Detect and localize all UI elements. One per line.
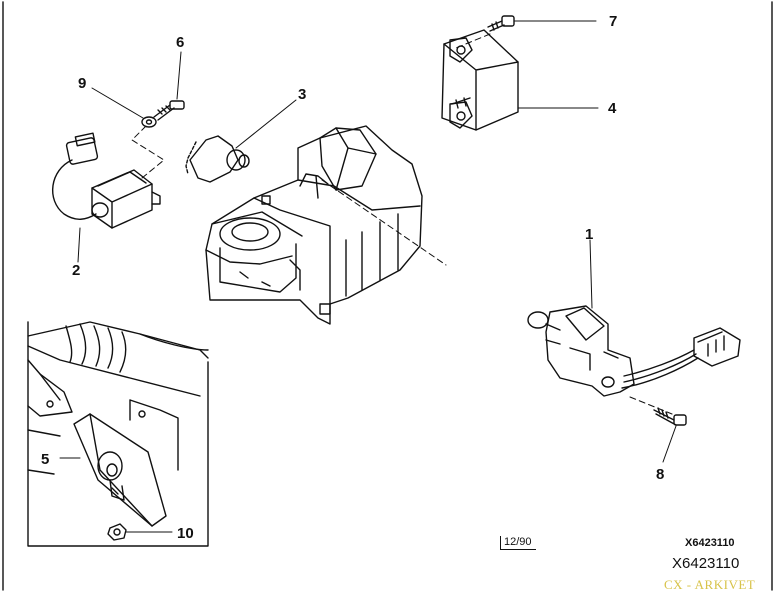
part-3-gear [185,99,297,183]
callout-2: 2 [72,262,81,279]
watermark: CX - ARKIVET [664,577,756,592]
callout-5: 5 [41,451,50,468]
part-9-washer [91,87,157,128]
callout-3: 3 [298,86,307,103]
inset-frame [27,321,209,547]
part-7-screw [487,15,597,32]
callout-4: 4 [608,100,617,117]
part-10-nut [107,523,173,541]
reference-code-large: X6423110 [672,555,740,572]
callout-7: 7 [609,13,618,30]
reference-code: X6423110 [685,537,735,549]
part-5-bracket [59,413,167,527]
part-1-ignition-switch [527,239,741,397]
inset-column-shroud [27,321,209,475]
callout-10: 10 [177,525,194,542]
callout-9: 9 [78,75,87,92]
part-2-switch [51,132,161,263]
date-code: 12/90 [500,536,536,550]
callout-8: 8 [656,466,665,483]
part-4-module [441,29,599,131]
part-8-screw [653,407,687,463]
part-6-screw [153,51,185,121]
lock-housing [205,125,423,325]
callout-1: 1 [585,226,594,243]
callout-6: 6 [176,34,185,51]
